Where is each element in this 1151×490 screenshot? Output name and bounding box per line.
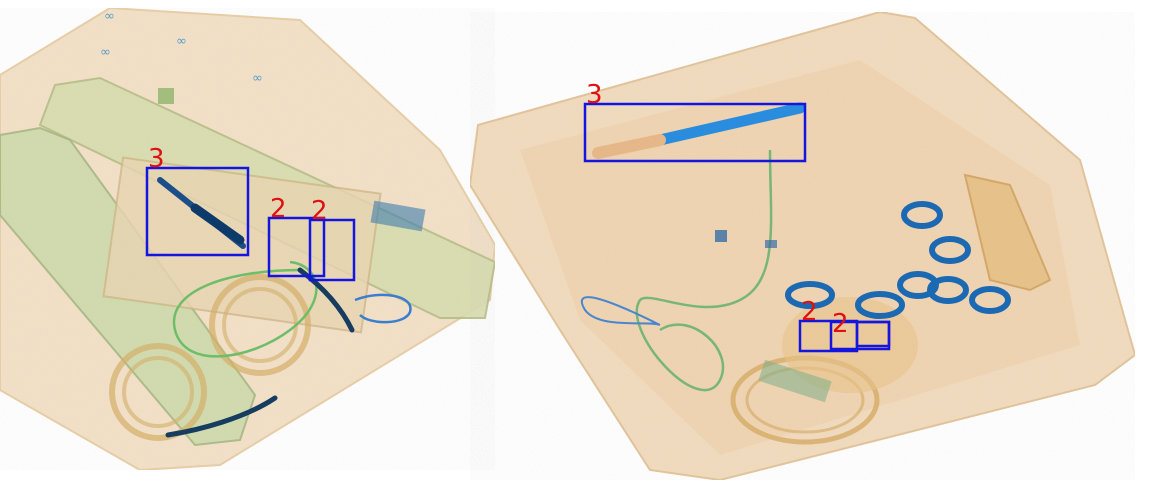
detection-label: 2	[270, 194, 287, 224]
left-coil-4	[122, 356, 194, 428]
detection-box	[308, 218, 356, 282]
left-bottom-tool	[165, 395, 278, 438]
right-small-part-1	[758, 359, 832, 403]
detection-2[interactable]: 2	[267, 194, 326, 278]
right-blue-cable	[580, 296, 661, 326]
right-side-pocket	[963, 173, 1052, 292]
left-curved-tool	[297, 267, 355, 333]
right-small-part-3	[765, 240, 777, 248]
right-bag	[468, 10, 1137, 482]
right-bag-inner	[520, 60, 1080, 455]
left-green-cable	[172, 260, 318, 358]
left-clip-3: ∞	[252, 71, 263, 86]
detection-box	[855, 320, 891, 348]
detection-1[interactable]: 3	[145, 144, 250, 257]
right-scissors	[785, 201, 1011, 319]
left-small-part-2	[158, 88, 174, 104]
left-coil-3	[109, 343, 207, 441]
left-knife-handle	[190, 203, 245, 245]
detection-7[interactable]	[855, 320, 891, 348]
detection-4[interactable]: 3	[583, 80, 807, 163]
detection-label: 2	[311, 196, 328, 226]
detection-label: 3	[586, 80, 603, 110]
right-green-cable	[635, 149, 773, 392]
detection-box	[583, 102, 807, 163]
left-coil-1	[209, 274, 311, 376]
left-small-part-1	[370, 200, 426, 232]
left-blue-cable	[354, 293, 412, 324]
right-knife-blade	[654, 102, 806, 146]
right-small-part-2	[715, 230, 727, 242]
detection-box	[267, 216, 326, 278]
detection-label: 2	[801, 297, 818, 327]
left-clip-4: ∞	[100, 45, 111, 60]
detection-boxes: 3 2 2 3 2 2	[145, 80, 891, 353]
left-clip-2: ∞	[176, 34, 187, 49]
detection-label: 3	[148, 144, 165, 174]
detection-label: 2	[832, 309, 849, 339]
detection-3[interactable]: 2	[308, 196, 356, 282]
detection-box	[145, 166, 250, 257]
left-clip-1: ∞	[104, 9, 115, 24]
right-knife-handle	[592, 134, 666, 159]
